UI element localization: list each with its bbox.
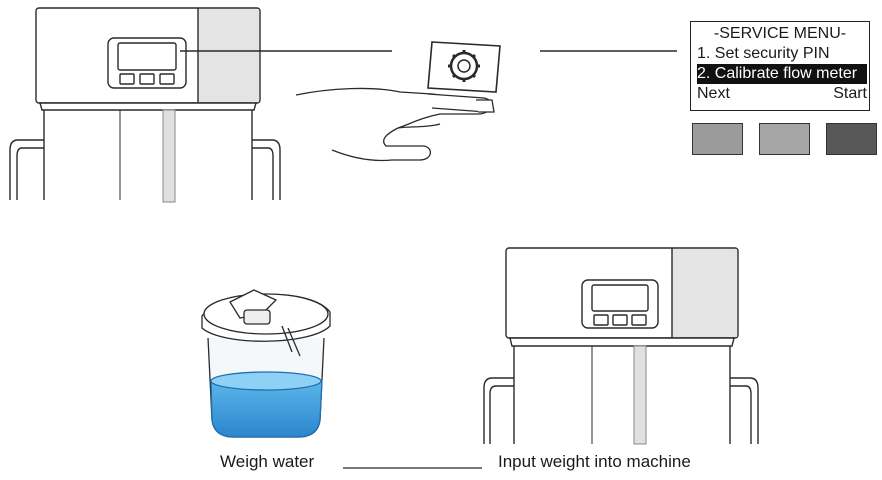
softkey-left-button[interactable] [692,123,743,155]
softkey-next-label: Next [697,85,730,102]
caption-weigh-water: Weigh water [220,452,315,471]
softkey-middle-button[interactable] [759,123,810,155]
hand-icon [295,87,495,162]
gear-key-icon [427,41,501,93]
service-menu-display: -SERVICE MENU- 1. Set security PIN 2. Ca… [690,21,870,111]
service-menu-title: -SERVICE MENU- [713,25,847,42]
machine-top-left [9,7,281,203]
softkey-labels: Next Start [691,84,869,104]
menu-item-set-security-pin[interactable]: 1. Set security PIN [697,45,830,62]
menu-item-calibrate-flow-meter[interactable]: 2. Calibrate flow meter [697,64,867,84]
softkey-right-button[interactable] [826,123,877,155]
softkey-start-label: Start [833,85,867,102]
caption-input-weight: Input weight into machine [498,452,691,471]
machine-bottom-right [483,247,759,445]
machine-display-frame [107,37,187,89]
measuring-jug [201,289,331,438]
